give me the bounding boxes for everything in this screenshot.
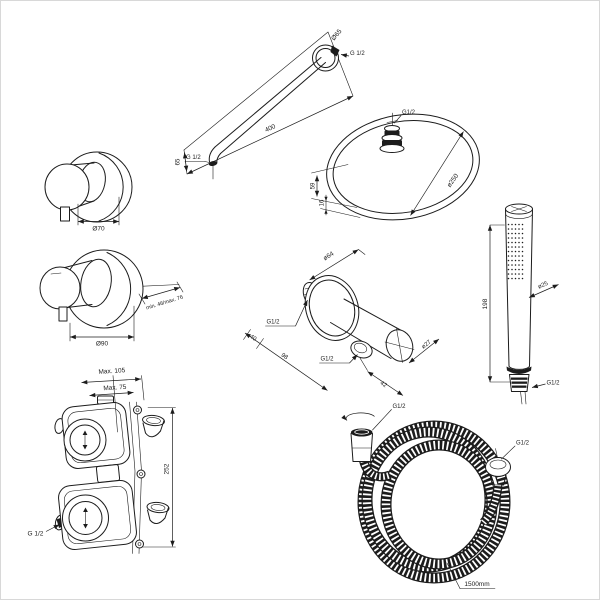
arm-flange-diameter-label: Ø65 [330,28,344,42]
outlet-outlet-thread-label: G1/2 [321,357,335,363]
mixer-handle-side-view: Ø70 [44,151,133,233]
arm-length-label: 400 [264,123,277,134]
wall-shower-arm: Ø65 G 1/2 400 G 1/2 65 [176,28,365,180]
valve-min-depth-label: Max. 75 [103,384,127,393]
handle-front-diameter-label: Ø90 [96,341,109,348]
head-rim-height-label: 16 [320,199,326,206]
handle-front-depth-range-label: min. 46/max. 76 [145,295,183,312]
outlet-length-label: 98 [280,352,289,361]
hose-top-thread-label: G1/2 [393,404,407,410]
head-height-label: 59 [311,182,317,189]
shower-hose: G1/2 G1/2 1500mm [341,404,530,589]
handshower-diameter-label: ø25 [537,281,549,291]
arm-wall-thread-label: G 1/2 [350,51,365,57]
wall-outlet-elbow: ø64 G1/2 40 98 G1/2 ø27 42 [243,249,440,396]
outlet-end-diameter-label: ø27 [421,339,433,351]
hose-length-label: 1500mm [464,581,489,588]
valve-max-depth-label: Max. 105 [98,367,126,376]
mixer-handle-front-view: Ø90 min. 46/max. 76 [39,249,184,348]
rain-shower-head: G1/2 ø250 59 16 [311,110,480,221]
handle-side-diameter-label: Ø70 [92,226,105,233]
outlet-inlet-thread-label: G1/2 [267,320,281,326]
outlet-flange-diameter-label: ø64 [322,250,336,262]
outlet-offset-label: 42 [379,380,388,389]
arm-offset-height-label: 65 [176,158,182,165]
hose-right-thread-label: G1/2 [516,441,530,447]
valve-thread-label: G 1/2 [28,531,44,538]
handshower-thread-label: G1/2 [547,381,561,387]
head-thread-label: G1/2 [402,110,416,116]
handshower-length-label: 198 [482,298,489,309]
hand-shower: 198 ø25 G1/2 [482,203,561,405]
arm-outlet-thread-label: G 1/2 [186,155,201,161]
thermostatic-valve-body: Max. 105 Max. 75 252 G 1/2 [28,367,176,554]
valve-height-label: 252 [164,463,171,474]
